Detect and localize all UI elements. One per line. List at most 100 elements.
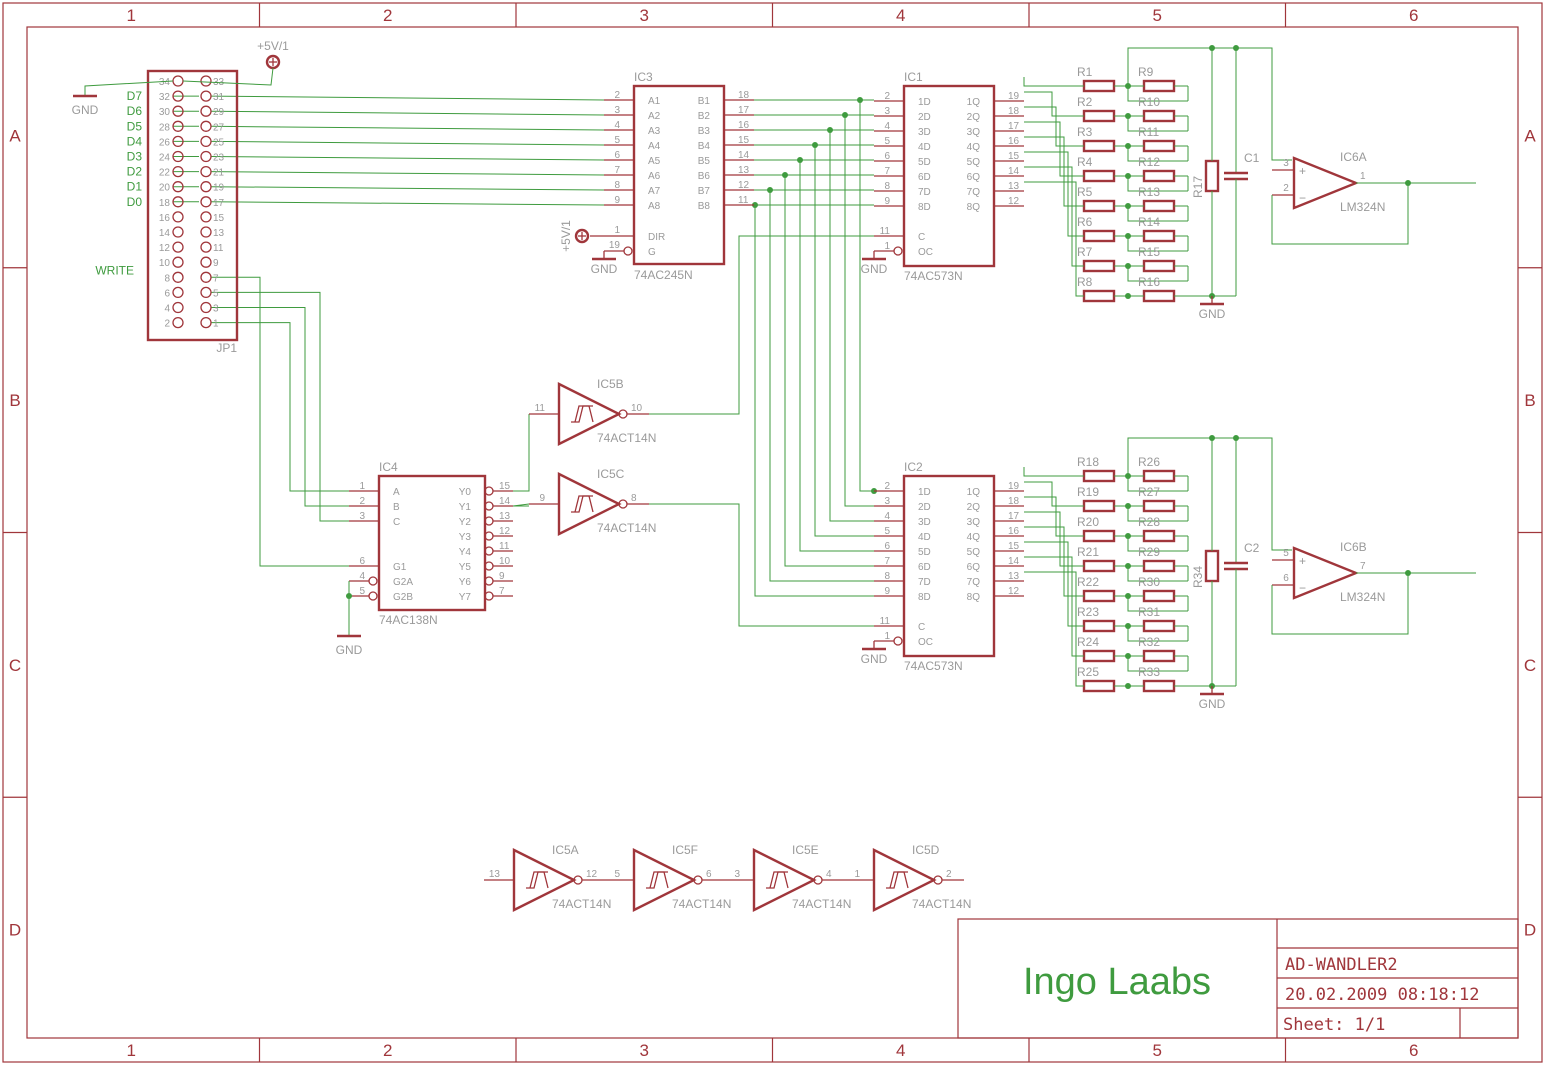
connector-pin-number: 28 <box>159 122 171 133</box>
ic3-pin-name: A1 <box>648 96 661 107</box>
shunt-resistor <box>1142 529 1176 543</box>
ic3-pin-number: 1 <box>614 225 620 236</box>
connector-pin-right <box>200 181 212 193</box>
shunt-resistor <box>1142 169 1176 183</box>
connector-pin-number: 7 <box>213 273 219 284</box>
ic3-pin-number: 6 <box>614 150 620 161</box>
latch-pin-number: 16 <box>1008 136 1020 147</box>
connector-pin-right <box>200 256 212 268</box>
inverter-pin-number: 10 <box>631 403 643 414</box>
ic3-pin-number: 14 <box>738 150 750 161</box>
ic4-pin-name: Y0 <box>459 487 472 498</box>
opamp-pin-number: 6 <box>1283 573 1289 584</box>
latch-bus-drop <box>784 175 874 567</box>
schmitt-symbol <box>574 495 594 513</box>
opamp-triangle <box>1292 156 1360 210</box>
ruler-row-left: C <box>9 656 21 675</box>
ic4-output-inversion <box>484 501 494 511</box>
latch-pin-number: 8 <box>884 571 890 582</box>
connector-pin-number: 27 <box>213 122 225 133</box>
ic4-pin-number: 1 <box>359 481 365 492</box>
latch-value: 74AC573N <box>904 269 963 283</box>
resistor-label: R19 <box>1077 485 1099 499</box>
opamp-plus: + <box>1299 554 1306 568</box>
inverter-value: 74ACT14N <box>597 431 656 445</box>
connector-pin-left <box>172 75 184 87</box>
connector-pin-number: 26 <box>159 137 171 148</box>
ic4-pin-name: G2A <box>393 577 413 588</box>
sheet-number: Sheet: 1/1 <box>1283 1015 1385 1035</box>
ic3-pin-number: 19 <box>609 240 621 251</box>
latch-bus-drop <box>829 130 874 522</box>
resistor-label: R26 <box>1138 455 1160 469</box>
connector-pin-number: 2 <box>164 319 170 330</box>
ic3-pin-name: A5 <box>648 156 661 167</box>
resistor-label: R31 <box>1138 605 1160 619</box>
inverter-value: 74ACT14N <box>672 897 731 911</box>
latch-oc-inversion <box>893 246 903 256</box>
ic3-pin-name: B8 <box>698 201 711 212</box>
resistor-label: R6 <box>1077 215 1093 229</box>
shunt-resistor <box>1142 559 1176 573</box>
gnd-label: GND <box>1199 307 1226 321</box>
ic4-output-inversion <box>484 531 494 541</box>
load-resistor <box>1204 549 1220 583</box>
inverter-name: IC5F <box>672 843 698 857</box>
ruler-column-top: 2 <box>383 6 392 25</box>
latch-pin-number: 7 <box>884 166 890 177</box>
series-resistor <box>1082 559 1116 573</box>
latch-pin-name: 4Q <box>967 142 981 153</box>
latch-pin-number: 19 <box>1008 481 1020 492</box>
latch-pin-number: 14 <box>1008 556 1020 567</box>
ic4-output-inversion <box>484 546 494 556</box>
latch-to-ladder-wire <box>1024 541 1084 627</box>
ic4-pin-name: A <box>393 487 400 498</box>
latch-to-ladder-wire <box>1024 136 1084 207</box>
ic4-output-inversion <box>484 561 494 571</box>
connector-pin-number: 6 <box>164 288 170 299</box>
resistor-label: R24 <box>1077 635 1099 649</box>
latch-pin-name: 7D <box>918 577 931 588</box>
latch-pin-name: 4D <box>918 532 931 543</box>
latch-pin-number: 5 <box>884 136 890 147</box>
ruler-column-bottom: 2 <box>383 1041 392 1060</box>
ic3-pin-name: B6 <box>698 171 711 182</box>
inverter-name: IC5C <box>597 467 625 481</box>
opamp-value: LM324N <box>1340 590 1385 604</box>
resistor-label: R4 <box>1077 155 1093 169</box>
latch-pin-number: 14 <box>1008 166 1020 177</box>
connector-pin-left <box>172 211 184 223</box>
resistor-label: R27 <box>1138 485 1160 499</box>
latch-pin-name: 4Q <box>967 532 981 543</box>
resistor-label: R20 <box>1077 515 1099 529</box>
ruler-row-left: A <box>9 126 21 145</box>
latch-pin-number: 1 <box>884 241 890 252</box>
ic3-pin-name: B2 <box>698 111 711 122</box>
latch-pin-name: 1Q <box>967 487 981 498</box>
connector-pin-left <box>172 150 184 163</box>
ruler-row-right: C <box>1524 656 1536 675</box>
resistor-label: R7 <box>1077 245 1093 259</box>
inverter-name: IC5A <box>552 843 579 857</box>
latch-pin-name: OC <box>918 637 933 648</box>
connector-name: JP1 <box>216 341 237 355</box>
ic4-pin-name: Y1 <box>459 502 472 513</box>
latch-pin-name: 2Q <box>967 502 981 513</box>
inverter-pin-number: 9 <box>539 493 545 504</box>
write-label: WRITE <box>95 263 134 277</box>
latch-pin-number: 9 <box>884 586 890 597</box>
opamp-name: IC6A <box>1340 150 1367 164</box>
connector-pin-left <box>172 286 184 299</box>
supply-circle <box>574 228 590 244</box>
connector-pin-left <box>172 135 184 148</box>
ic3-pin-name: A3 <box>648 126 661 137</box>
latch-pin-number: 3 <box>884 496 890 507</box>
series-resistor <box>1082 139 1116 153</box>
resistor-label: R17 <box>1191 176 1205 198</box>
inverter-pin-number: 12 <box>586 869 598 880</box>
data-line-label: D3 <box>127 150 143 164</box>
ic3-value: 74AC245N <box>634 268 693 282</box>
address-wire <box>211 291 349 522</box>
